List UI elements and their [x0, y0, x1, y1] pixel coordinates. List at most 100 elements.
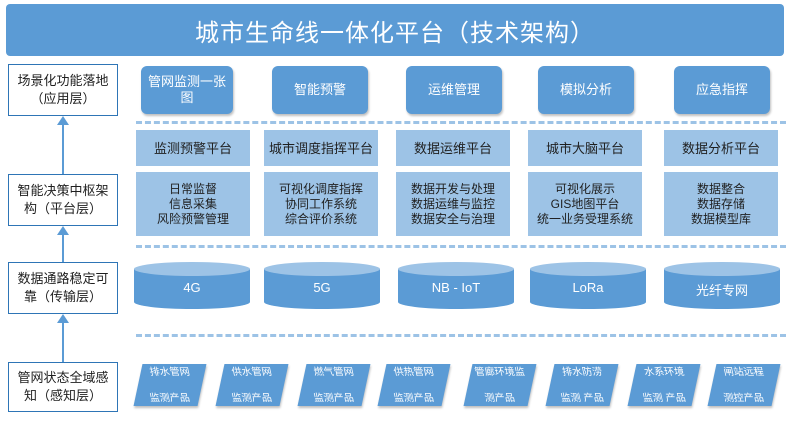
platform-function: 数据模型库 — [690, 211, 751, 226]
layer-label-transport: 数据通路稳定可靠（传输层） — [8, 262, 118, 314]
platform-name-label: 城市大脑平台 — [545, 140, 624, 156]
platform-name: 监测预警平台 — [136, 130, 250, 166]
platform-functions: 数据整合 数据存储 数据模型库 — [664, 172, 778, 236]
sensor-line: 闸站远程 — [722, 366, 766, 378]
layer-divider — [136, 334, 786, 337]
app-module-label: 智能预警 — [293, 82, 346, 97]
sensor-line: 测控产品 — [722, 392, 766, 404]
sensor-line: 监测 产品 — [559, 392, 605, 404]
transport-cylinder: 4G — [134, 262, 250, 316]
sensor-line: 供水管网 — [230, 366, 274, 378]
app-module-label: 管网监测一张图 — [147, 74, 226, 105]
app-module: 运维管理 — [406, 66, 502, 114]
platform-functions: 数据开发与处理 数据运维与监控 数据安全与治理 — [396, 172, 510, 236]
sensor-product: 排水防涝监测 产品 — [545, 364, 619, 406]
arrow-up-icon — [57, 314, 69, 323]
platform-function: 数据存储 — [696, 196, 745, 211]
cylinder-top — [398, 262, 514, 276]
platform-name: 城市大脑平台 — [528, 130, 642, 166]
platform-name-label: 数据分析平台 — [681, 140, 760, 156]
layer-divider — [136, 121, 786, 124]
arrow-shaft — [62, 322, 64, 362]
layer-label-line: 管网状态全域感 — [17, 370, 109, 385]
sensor-line: 燃气管网 — [312, 366, 356, 378]
platform-function: 风险预警管理 — [156, 211, 229, 226]
app-module: 模拟分析 — [538, 66, 634, 114]
layer-label-line: 靠（传输层） — [23, 289, 102, 304]
sensor-product: 水系环境监测 产品 — [627, 364, 701, 406]
sensor-line: 监测产品 — [312, 392, 356, 404]
sensor-product: 供热管网监测产品 — [377, 364, 451, 406]
platform-functions: 可视化展示 GIS地图平台 统一业务受理系统 — [528, 172, 642, 236]
transport-cylinder: NB - IoT — [398, 262, 514, 316]
cylinder-top — [530, 262, 646, 276]
arrow-shaft — [62, 234, 64, 262]
transport-cylinder: 5G — [264, 262, 380, 316]
platform-name: 数据分析平台 — [664, 130, 778, 166]
arrow-up-icon — [57, 116, 69, 125]
sensor-line: 监测产品 — [230, 392, 274, 404]
platform-function: 信息采集 — [168, 196, 217, 211]
platform-name: 数据运维平台 — [396, 130, 510, 166]
layer-label-line: 数据通路稳定可 — [17, 271, 109, 286]
sensor-line: 监测产品 — [392, 392, 436, 404]
cylinder-top — [264, 262, 380, 276]
transport-label: 5G — [313, 280, 331, 295]
layer-label-sensing: 管网状态全域感知（感知层） — [8, 362, 118, 412]
app-module: 应急指挥 — [674, 66, 770, 114]
platform-function: 可视化调度指挥 — [278, 181, 363, 196]
platform-name-label: 数据运维平台 — [413, 140, 492, 156]
layer-label-platform: 智能决策中枢架构（平台层） — [8, 174, 118, 226]
transport-label: 光纤专网 — [695, 283, 748, 298]
app-module-label: 运维管理 — [427, 82, 480, 97]
sensor-product: 燃气管网监测产品 — [297, 364, 371, 406]
platform-function: 日常监督 — [168, 181, 217, 196]
sensor-line: 水系环境 — [642, 366, 686, 378]
platform-name: 城市调度指挥平台 — [264, 130, 378, 166]
platform-name-label: 监测预警平台 — [153, 140, 232, 156]
platform-functions: 可视化调度指挥 协同工作系统 综合评价系统 — [264, 172, 378, 236]
platform-function: 数据开发与处理 — [410, 181, 495, 196]
platform-function: 数据整合 — [696, 181, 745, 196]
platform-name-label: 城市调度指挥平台 — [268, 140, 373, 156]
page-title: 城市生命线一体化平台（技术架构） — [195, 19, 595, 47]
platform-function: 数据安全与治理 — [410, 211, 495, 226]
platform-function: GIS地图平台 — [550, 196, 620, 211]
cylinder-top — [664, 262, 780, 276]
sensor-line: 监测产品 — [148, 392, 192, 404]
transport-cylinder: LoRa — [530, 262, 646, 316]
platform-functions: 日常监督 信息采集 风险预警管理 — [136, 172, 250, 236]
layer-label-application: 场景化功能落地 （应用层） — [8, 64, 118, 116]
sensor-product: 供水管网监测产品 — [215, 364, 289, 406]
layer-divider — [136, 245, 786, 248]
arrow-shaft — [62, 124, 64, 174]
layer-label-line: 场景化功能落地 — [17, 73, 109, 88]
app-module-label: 模拟分析 — [559, 82, 612, 97]
platform-function: 数据运维与监控 — [410, 196, 495, 211]
platform-function: 综合评价系统 — [284, 211, 357, 226]
sensor-product: 闸站远程测控产品 — [707, 364, 781, 406]
sensor-line: 排水管网 — [148, 366, 192, 378]
platform-function: 协同工作系统 — [284, 196, 357, 211]
transport-label: NB - IoT — [431, 280, 481, 295]
arrow-up-icon — [57, 226, 69, 235]
platform-function: 统一业务受理系统 — [536, 211, 633, 226]
sensor-product: 排水管网监测产品 — [133, 364, 207, 406]
layer-label-line: 构（平台层） — [23, 201, 102, 216]
sensor-line: 监测 产品 — [641, 392, 687, 404]
sensor-line: 排水防涝 — [560, 366, 604, 378]
transport-label: 4G — [183, 280, 201, 295]
sensor-line: 管廊环境监 — [473, 366, 527, 378]
sensor-product: 管廊环境监测产品 — [463, 364, 537, 406]
layer-label-line: 知（感知层） — [23, 388, 102, 403]
sensor-line: 测产品 — [483, 392, 517, 404]
platform-function: 可视化展示 — [554, 181, 615, 196]
app-module: 智能预警 — [272, 66, 368, 114]
cylinder-top — [134, 262, 250, 276]
platform-title-banner: 城市生命线一体化平台（技术架构） — [6, 4, 784, 56]
transport-label: LoRa — [572, 280, 604, 295]
app-module-label: 应急指挥 — [695, 82, 748, 97]
transport-cylinder: 光纤专网 — [664, 262, 780, 316]
layer-label-line: （应用层） — [30, 91, 96, 106]
sensor-line: 供热管网 — [392, 366, 436, 378]
